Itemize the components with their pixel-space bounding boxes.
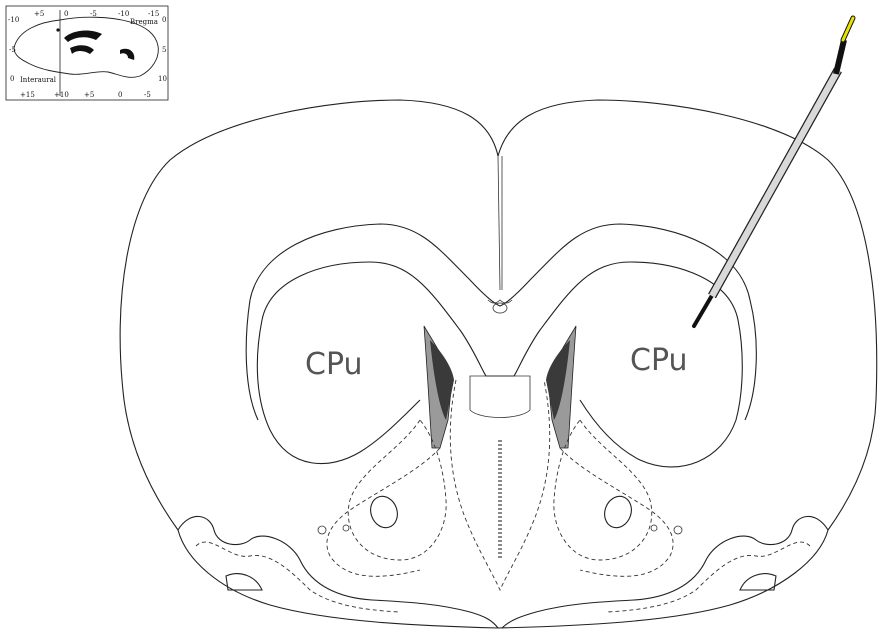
- inset-right-tick: 0: [162, 16, 166, 24]
- inset-bottom-tick: +10: [54, 91, 69, 99]
- corpus-callosum-outer-left: [246, 300, 258, 420]
- small-vessel-left-2: [343, 525, 349, 531]
- inset-top-tick: -10: [118, 10, 129, 18]
- inset-top-tick: -15: [148, 10, 159, 18]
- striatum-left-boundary: [257, 320, 420, 464]
- striatum-right-boundary: [580, 400, 736, 467]
- sagittal-locator-inset: +5 0 -5 -10 -15 +15 +10 +5 0 -5 -10 -5 0…: [6, 6, 168, 100]
- commissure-loop: [493, 303, 507, 313]
- inset-marker: [56, 28, 59, 31]
- electrode-body: [712, 70, 838, 296]
- inset-left-tick: 0: [10, 75, 14, 83]
- electrode-connector: [836, 40, 844, 74]
- inset-bottom-tick: 0: [118, 91, 122, 99]
- inset-bregma-label: Bregma: [130, 18, 158, 26]
- inset-right-tick: 10: [158, 75, 167, 83]
- inset-right-tick: 5: [162, 46, 166, 54]
- ventral-pallidum-right: [560, 448, 673, 576]
- small-vessel-right: [674, 526, 682, 534]
- inset-bottom-tick: +15: [20, 91, 35, 99]
- anterior-commissure-left: [366, 493, 401, 532]
- inset-left-tick: -10: [8, 16, 19, 24]
- electrode-tip-shaft: [694, 292, 714, 326]
- lateral-ventricle-right: [546, 326, 576, 448]
- inset-top-tick: -5: [90, 10, 97, 18]
- olfactory-tubercle-left: [178, 516, 498, 628]
- lateral-olfactory-right: [740, 574, 776, 590]
- cpu-label-right: CPu: [630, 343, 688, 378]
- electrode-lead: [843, 18, 853, 40]
- small-vessel-right-2: [651, 525, 657, 531]
- midline-fissure: [498, 156, 502, 290]
- inset-bottom-tick: +5: [84, 91, 94, 99]
- small-vessel-left: [318, 526, 326, 534]
- ventral-pallidum-left: [327, 448, 440, 576]
- olfactory-tubercle-right: [502, 516, 828, 628]
- cpu-label-left: CPu: [305, 347, 363, 382]
- anterior-commissure-right: [600, 493, 635, 532]
- inset-top-tick: +5: [34, 10, 44, 18]
- inset-top-tick: 0: [64, 10, 68, 18]
- corpus-callosum-outer: [250, 224, 756, 420]
- lateral-olfactory-left: [226, 574, 262, 590]
- olfactory-tubercle-right-inner: [606, 542, 810, 612]
- electrode: [694, 18, 853, 326]
- inset-left-tick: -5: [9, 46, 16, 54]
- septum-box: [470, 376, 530, 418]
- inset-bottom-tick: -5: [144, 91, 151, 99]
- inset-interaural-label: Interaural: [20, 76, 57, 84]
- lateral-ventricle-left: [424, 326, 454, 448]
